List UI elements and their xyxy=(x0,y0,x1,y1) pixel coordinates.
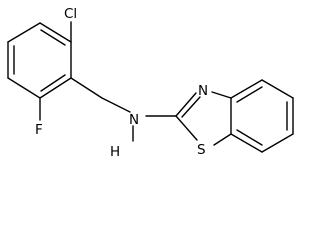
double-bond-inner-a xyxy=(40,29,66,46)
atom-amine-nitrogen-label: N xyxy=(129,112,139,128)
bond-c7-c7a xyxy=(230,133,263,153)
bond-c3-c4 xyxy=(39,77,72,99)
atom-sulfur-label: S xyxy=(197,142,206,158)
halophenyl-ring xyxy=(7,22,72,99)
bond-c7a-s xyxy=(213,133,232,146)
benzo-inner-c xyxy=(236,129,263,146)
benzo-inner-a xyxy=(236,86,263,103)
double-bond-inner-b xyxy=(40,74,66,92)
bond-c4-c5 xyxy=(7,77,41,99)
atom-chlorine-label: Cl xyxy=(64,6,77,22)
bond-c6-c7 xyxy=(261,133,294,153)
bond-c3a-c4 xyxy=(230,79,263,99)
atom-fluorine-label: F xyxy=(35,122,43,138)
bond-c6-c1 xyxy=(7,22,41,43)
benzo-ring xyxy=(230,79,294,153)
atom-hydrogen-label: H xyxy=(110,144,120,160)
bond-n3-c3a xyxy=(211,91,232,99)
bond-s-c2 xyxy=(175,115,198,141)
atom-ring-nitrogen-label: N xyxy=(198,83,208,99)
bond-ch2-n xyxy=(101,97,131,113)
structure-diagram: Cl F N H N S xyxy=(7,6,294,160)
bond-c1-c2 xyxy=(39,22,72,43)
bond-c2-n3 xyxy=(175,92,197,117)
bond-c4-c5 xyxy=(261,79,294,99)
thiazole-ring xyxy=(175,91,232,146)
bond-c-ch2 xyxy=(70,77,103,99)
bond-c2-n3-double xyxy=(181,96,201,118)
